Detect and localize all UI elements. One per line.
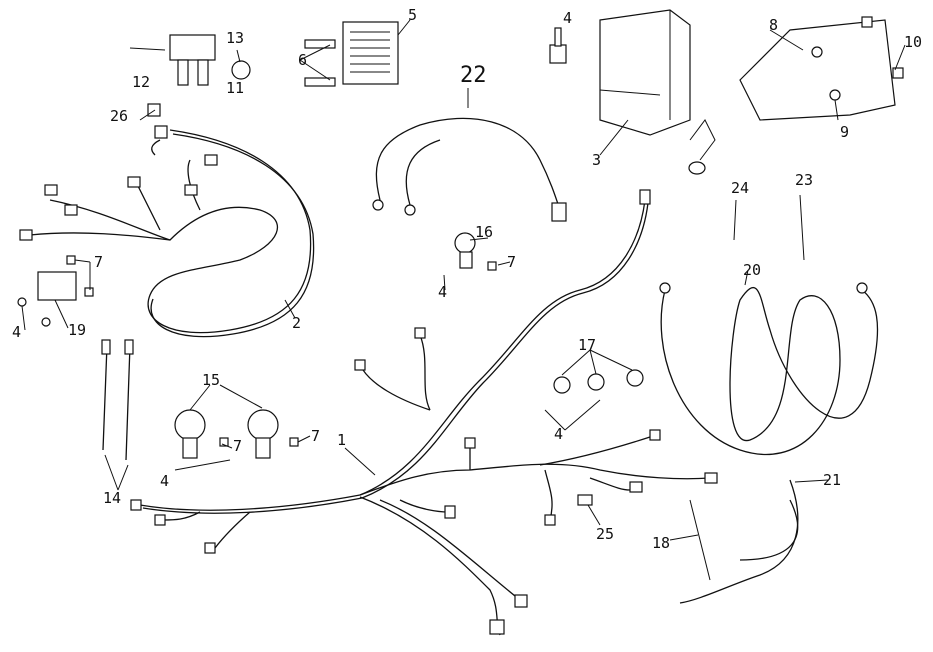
callout-label: 23 (795, 171, 813, 189)
callout-label: 18 (652, 534, 670, 552)
ecu-module (549, 9, 716, 175)
callout-label: 4 (563, 9, 572, 27)
callout-labels: 5 4 8 10 13 6 12 11 22 26 3 9 24 23 16 7… (12, 6, 922, 552)
callout-label: 25 (596, 525, 614, 543)
callout-label: 19 (68, 321, 86, 339)
callout-label: 8 (769, 16, 778, 34)
callout-label: 7 (94, 253, 103, 271)
mounting-bracket (739, 16, 904, 121)
callout-label: 22 (460, 63, 487, 88)
callout-label: 15 (202, 371, 220, 389)
callout-label: 7 (507, 253, 516, 271)
main-wiring-harness (130, 189, 718, 636)
callout-label: 11 (226, 79, 244, 97)
cable-ties (689, 194, 805, 581)
callout-label: 24 (731, 179, 749, 197)
callout-label: 10 (904, 33, 922, 51)
callout-label: 12 (132, 73, 150, 91)
secondary-wiring-harness (19, 103, 315, 338)
callout-label: 4 (160, 472, 169, 490)
callout-label: 3 (592, 151, 601, 169)
callout-label: 4 (12, 323, 21, 341)
callout-label: 1 (337, 431, 346, 449)
ignition-coil (129, 34, 251, 86)
callout-label: 17 (578, 336, 596, 354)
callout-label: 13 (226, 29, 244, 47)
callout-label: 9 (840, 123, 849, 141)
callout-label: 14 (103, 489, 121, 507)
callout-label: 7 (311, 427, 320, 445)
callout-label: 2 (292, 314, 301, 332)
clamps (174, 232, 644, 459)
callout-label: 26 (110, 107, 128, 125)
battery-cable (372, 117, 567, 222)
callout-label: 20 (743, 261, 761, 279)
voltage-regulator (304, 21, 399, 87)
callout-label: 21 (823, 471, 841, 489)
callout-label: 7 (233, 437, 242, 455)
callout-label: 4 (438, 283, 447, 301)
callout-label: 4 (554, 425, 563, 443)
callout-label: 6 (298, 51, 307, 69)
sensor-leads (101, 339, 799, 604)
leader-lines (21, 19, 906, 541)
callout-label: 16 (475, 223, 493, 241)
callout-label: 5 (408, 6, 417, 24)
relay (17, 255, 94, 327)
ground-cable (659, 282, 879, 456)
